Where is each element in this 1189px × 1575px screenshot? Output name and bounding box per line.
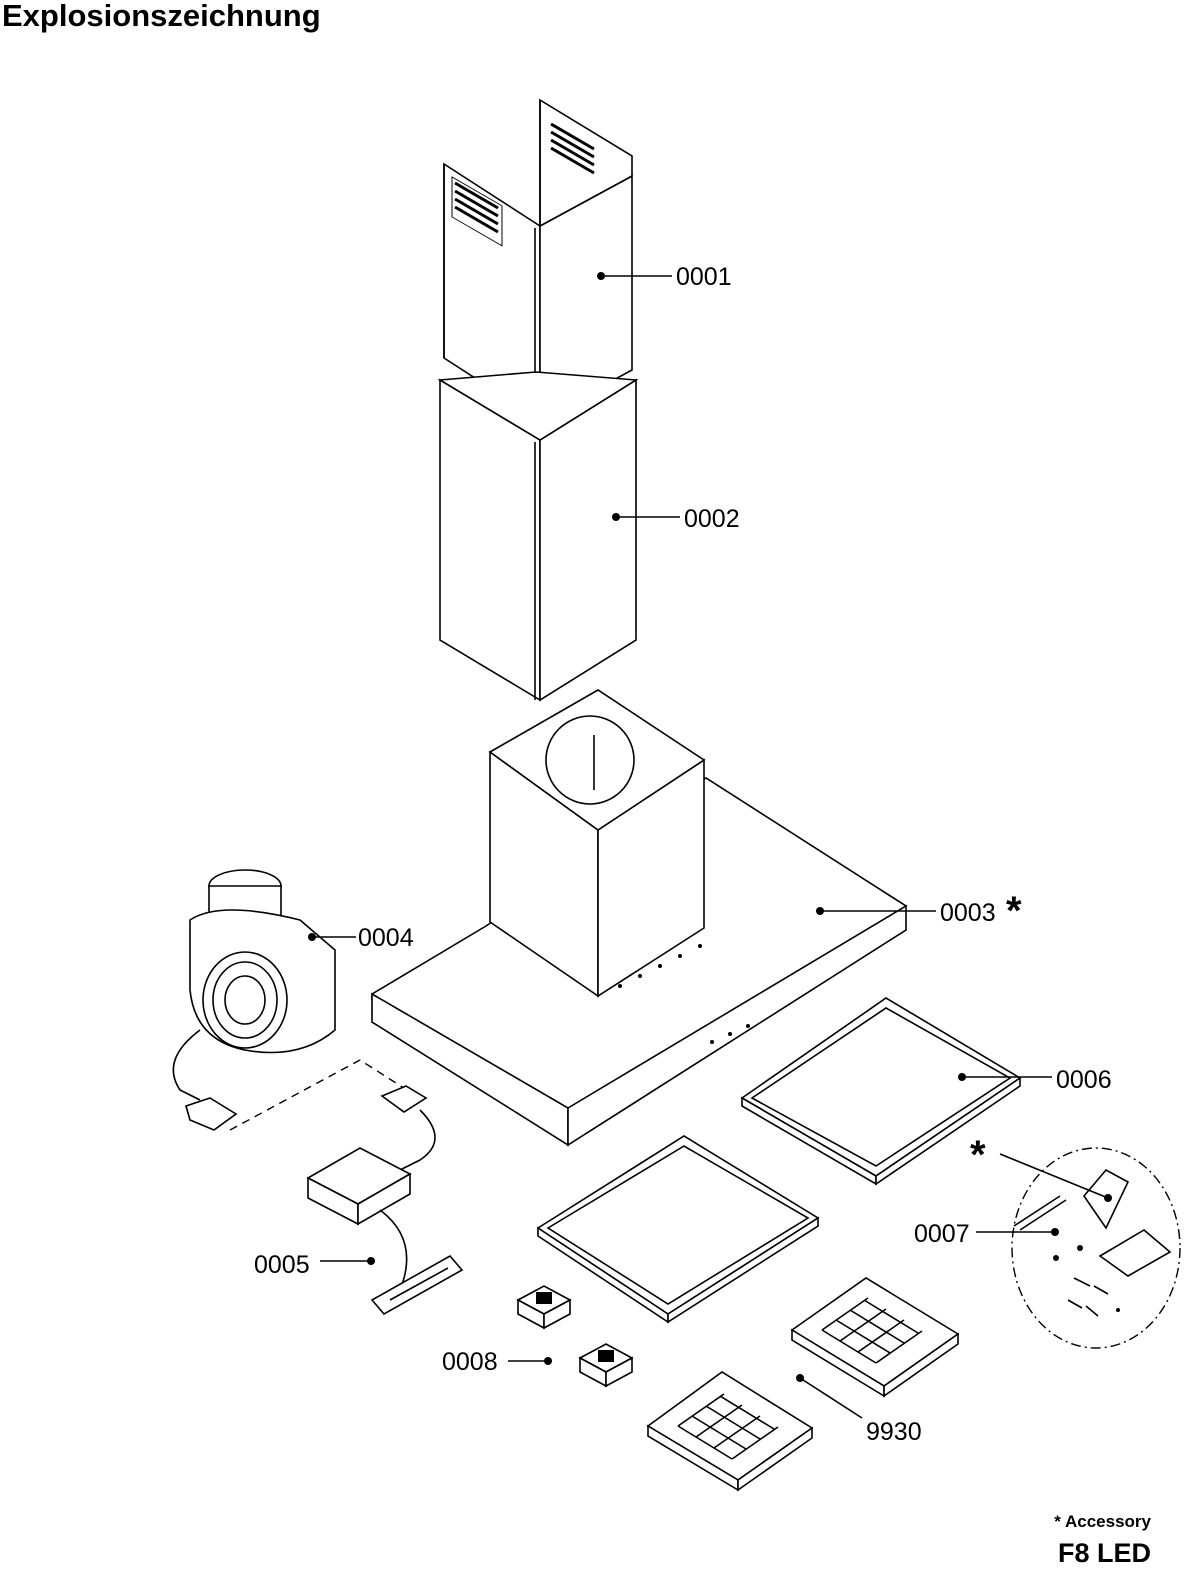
accessory-mark-0007: *	[970, 1133, 986, 1177]
model-name: F8 LED	[1057, 1538, 1151, 1568]
label-0002: 0002	[684, 505, 740, 533]
label-0003: 0003	[940, 899, 996, 927]
grease-filter-right	[740, 997, 1022, 1186]
hood-body	[371, 689, 908, 1147]
label-0001: 0001	[676, 263, 732, 291]
leader-lines	[308, 272, 1112, 1419]
accessory-note: * Accessory	[1054, 1512, 1151, 1531]
accessory-kit	[1011, 1147, 1181, 1349]
control-electronics	[306, 1085, 464, 1316]
lower-chimney	[437, 371, 639, 702]
label-0005: 0005	[254, 1251, 310, 1279]
accessory-mark-0003: *	[1006, 889, 1022, 933]
label-0006: 0006	[1056, 1066, 1112, 1094]
label-0007: 0007	[914, 1220, 970, 1248]
label-0008: 0008	[442, 1348, 498, 1376]
carbon-filters	[646, 1277, 960, 1492]
led-lamps	[516, 1285, 634, 1388]
page-title: Explosionszeichnung	[2, 0, 321, 33]
grease-filter-left	[536, 1135, 820, 1324]
label-9930: 9930	[866, 1418, 922, 1446]
blower-motor	[172, 869, 336, 1131]
label-0004: 0004	[358, 924, 414, 952]
